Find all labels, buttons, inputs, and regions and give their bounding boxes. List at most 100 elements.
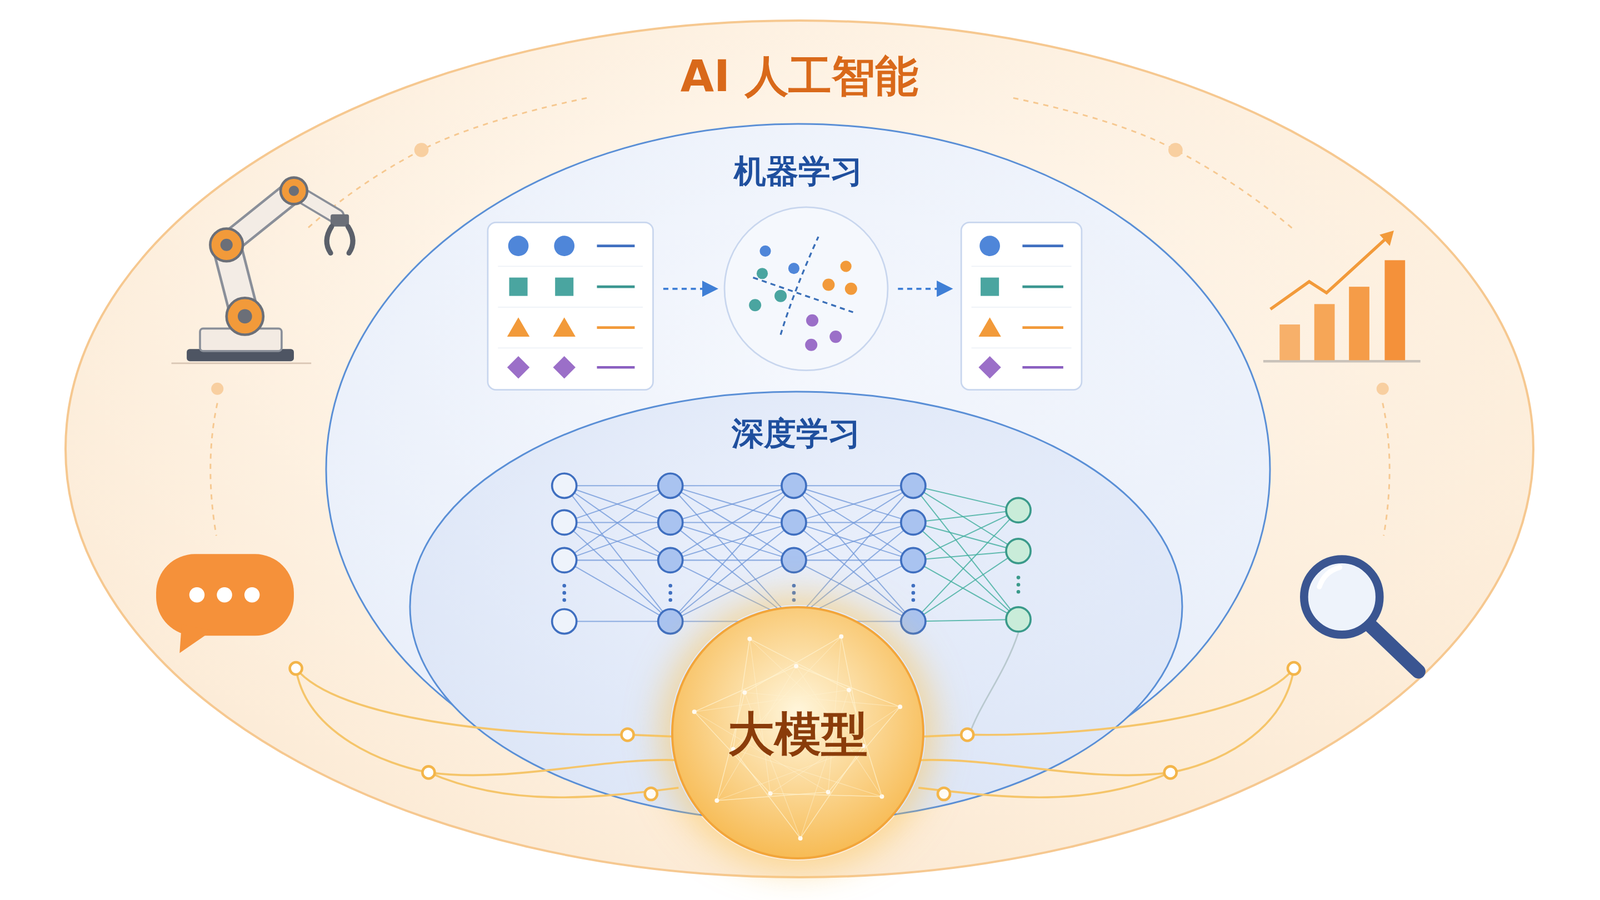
neuron bbox=[901, 473, 926, 498]
orbit-dots-part bbox=[414, 142, 429, 158]
mesh-dot bbox=[846, 687, 852, 693]
ml-scatter-part bbox=[780, 236, 819, 335]
network-link bbox=[670, 485, 794, 622]
network-link bbox=[793, 522, 914, 560]
ml-input-panel-part bbox=[555, 277, 574, 297]
golden-links-part bbox=[428, 772, 679, 798]
neuron bbox=[1006, 538, 1031, 564]
neuron bbox=[658, 609, 683, 634]
ml-scatter-part bbox=[756, 267, 768, 279]
ml-output-panel-part bbox=[978, 356, 1001, 379]
robot-arm-icon-part bbox=[226, 190, 294, 245]
ml-scatter-part bbox=[759, 245, 771, 257]
neuron bbox=[552, 609, 577, 634]
network-link bbox=[670, 485, 794, 560]
network-link bbox=[670, 485, 794, 487]
neuron bbox=[901, 547, 926, 573]
bar-chart-icon bbox=[1263, 230, 1421, 362]
network-link bbox=[670, 485, 794, 560]
network-link bbox=[564, 559, 671, 561]
ml-output-panel-part bbox=[1022, 366, 1063, 369]
golden-links-part bbox=[918, 668, 1294, 775]
flow-arrow bbox=[897, 287, 949, 290]
bar-chart-icon-part bbox=[1314, 303, 1335, 360]
network-link bbox=[793, 560, 914, 622]
network-link bbox=[564, 485, 671, 560]
dl-ellipse: 深度学习大模型 bbox=[408, 390, 1184, 824]
chat-bubble-icon-part bbox=[244, 587, 260, 603]
ml-output-panel bbox=[961, 222, 1082, 390]
network-link bbox=[913, 551, 1019, 622]
golden-links-part bbox=[918, 668, 1294, 737]
ml-output-panel-part bbox=[1022, 244, 1063, 248]
ellipsis-dot bbox=[668, 591, 673, 595]
robot-arm-icon-part bbox=[326, 226, 332, 254]
robot-arm-icon-part bbox=[210, 228, 243, 262]
golden-link-dots-part bbox=[645, 787, 658, 800]
ml-input-panel-part bbox=[497, 347, 643, 349]
mesh-line bbox=[744, 692, 900, 707]
mesh-line bbox=[694, 666, 797, 712]
node-title: 大模型 bbox=[670, 706, 926, 763]
network-link bbox=[793, 521, 914, 523]
magnifier-icon bbox=[1303, 559, 1419, 672]
golden-links-part bbox=[969, 632, 1019, 735]
ml-input-panel-part bbox=[553, 235, 575, 257]
network-link bbox=[793, 485, 914, 622]
golden-link-dots-part bbox=[961, 728, 974, 741]
ellipsis-dot bbox=[1016, 590, 1021, 594]
mesh-dot bbox=[742, 690, 747, 695]
golden-links-part bbox=[296, 668, 679, 775]
network-links bbox=[564, 485, 1019, 622]
ml-input-panel-part bbox=[497, 265, 643, 267]
network-link bbox=[913, 485, 1019, 620]
golden-link-dots-part bbox=[621, 728, 634, 741]
ellipsis-dot bbox=[792, 598, 797, 603]
neuron bbox=[658, 547, 683, 573]
network-link bbox=[670, 522, 794, 560]
network-link bbox=[670, 559, 794, 561]
network-link bbox=[670, 522, 794, 622]
ml-input-panel-part bbox=[553, 317, 576, 337]
neuron bbox=[552, 547, 577, 573]
network-link bbox=[564, 521, 671, 523]
neuron bbox=[552, 510, 577, 535]
network-link bbox=[564, 485, 671, 487]
robot-arm-icon-part bbox=[200, 328, 282, 351]
network-link bbox=[564, 485, 671, 560]
bar-chart-icon-part bbox=[1348, 286, 1370, 360]
orbit-dots-part bbox=[1376, 382, 1389, 395]
orbit-dots-part bbox=[1168, 142, 1183, 158]
chat-bubble-icon-part bbox=[189, 587, 205, 603]
network-link bbox=[913, 510, 1019, 622]
network-link bbox=[793, 559, 914, 561]
ml-output-panel-part bbox=[978, 317, 1001, 337]
network-link bbox=[913, 551, 1019, 561]
network-link bbox=[913, 560, 1019, 620]
mesh-dot bbox=[768, 791, 773, 796]
golden-links-part bbox=[296, 668, 679, 737]
orbit-lines-part bbox=[1013, 97, 1294, 230]
ml-input-panel-part bbox=[507, 317, 530, 337]
network-link bbox=[793, 485, 914, 487]
network-link bbox=[913, 485, 1019, 552]
large-model-circle: 大模型 bbox=[670, 605, 926, 861]
network-link bbox=[793, 522, 914, 622]
ellipsis-dot bbox=[562, 591, 567, 595]
mesh-dot bbox=[798, 836, 803, 841]
robot-arm-icon-part bbox=[226, 297, 264, 335]
node-title: 深度学习 bbox=[408, 414, 1184, 454]
ml-input-panel-part bbox=[509, 277, 528, 297]
orbit-lines bbox=[210, 97, 1390, 536]
bar-chart-icon-part bbox=[1279, 324, 1300, 360]
ml-input-panel-part bbox=[553, 356, 576, 379]
neuron bbox=[781, 510, 807, 535]
mesh-dot bbox=[897, 704, 903, 709]
golden-links-part bbox=[918, 772, 1171, 798]
mesh-dot bbox=[793, 663, 799, 669]
network-link bbox=[564, 485, 671, 622]
ellipsis-dot bbox=[562, 583, 567, 588]
magnifier-icon-part bbox=[1370, 625, 1419, 672]
ml-output-panel-part bbox=[980, 277, 999, 297]
